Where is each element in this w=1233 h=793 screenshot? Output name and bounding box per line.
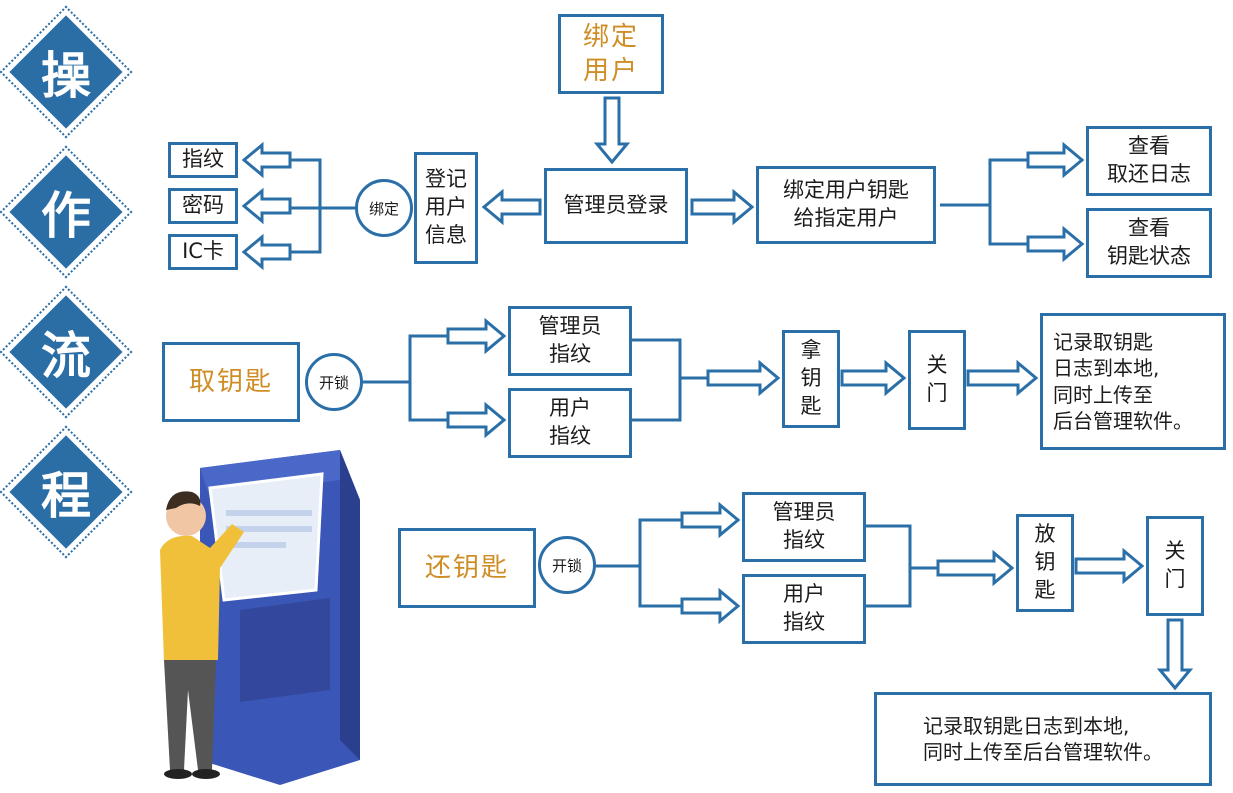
- arrow-login-to-register: [481, 188, 542, 226]
- row2-record-box: 记录取钥匙 日志到本地, 同时上传至 后台管理软件。: [1040, 313, 1226, 450]
- row3-close-door-box: 关 门: [1146, 516, 1204, 616]
- arrow-grab-to-close: [840, 359, 907, 397]
- take-key-box: 取钥匙: [162, 342, 300, 422]
- arrow-to-fingerprint: [241, 141, 292, 179]
- put-key-box: 放 钥 匙: [1016, 514, 1074, 612]
- arrow-to-r2-adminfp: [446, 317, 507, 355]
- arrow-to-viewstatus: [1026, 225, 1085, 263]
- method-password-box: 密码: [168, 188, 238, 224]
- row3-admin-fingerprint-box: 管理员 指纹: [742, 492, 866, 562]
- method-fingerprint-box: 指纹: [168, 142, 238, 178]
- connector-line-1: [288, 158, 355, 210]
- return-key-box: 还钥匙: [398, 528, 536, 608]
- view-log-box: 查看 取还日志: [1086, 126, 1212, 196]
- bind-circle: 绑定: [355, 179, 413, 237]
- kiosk-illustration: [160, 450, 360, 785]
- bind-user-box: 绑定 用户: [558, 14, 664, 94]
- arrow-to-grabkey: [706, 359, 781, 397]
- title-char-2: 作: [41, 187, 91, 245]
- connector-line-7: [408, 382, 450, 422]
- admin-login-box: 管理员登录: [544, 168, 688, 244]
- arrow-to-putkey: [936, 549, 1015, 587]
- bind-key-box: 绑定用户钥匙 给指定用户: [756, 166, 936, 244]
- title-char-4: 程: [41, 467, 91, 525]
- row2-user-fingerprint-box: 用户 指纹: [508, 388, 632, 458]
- arrow-to-r2-userfp: [446, 401, 507, 439]
- connector-line-3: [288, 208, 322, 254]
- view-status-box: 查看 钥匙状态: [1086, 208, 1212, 278]
- arrow-close-to-record3: [1156, 618, 1194, 691]
- connector-line-10: [596, 518, 684, 568]
- row3-unlock-circle: 开锁: [538, 536, 596, 594]
- connector-line-12: [866, 524, 940, 570]
- method-iccard-box: IC卡: [168, 234, 238, 270]
- row2-admin-fingerprint-box: 管理员 指纹: [508, 306, 632, 376]
- title-char-1: 操: [41, 47, 91, 105]
- row2-close-door-box: 关 门: [908, 330, 966, 430]
- arrow-to-r3-userfp: [680, 587, 741, 625]
- arrow-to-password: [241, 187, 292, 225]
- row2-unlock-circle: 开锁: [305, 353, 363, 411]
- connector-line-13: [866, 568, 912, 608]
- grab-key-box: 拿 钥 匙: [782, 330, 840, 428]
- arrow-to-r3-adminfp: [680, 501, 741, 539]
- register-info-box: 登记 用户 信息: [414, 152, 478, 264]
- connector-line-11: [638, 566, 684, 608]
- row3-user-fingerprint-box: 用户 指纹: [742, 574, 866, 644]
- connector-line-5: [988, 205, 1030, 246]
- arrow-put-to-close: [1074, 547, 1145, 585]
- title-char-3: 流: [41, 327, 91, 385]
- connector-line-4: [940, 158, 1030, 207]
- arrow-to-iccard: [241, 233, 292, 271]
- connector-line-8: [632, 338, 710, 380]
- arrow-login-to-bindkey: [690, 188, 755, 226]
- row3-record-box: 记录取钥匙日志到本地, 同时上传至后台管理软件。: [874, 692, 1212, 786]
- arrow-to-viewlog: [1026, 141, 1085, 179]
- arrow-close-to-record: [966, 359, 1039, 397]
- connector-line-9: [632, 378, 682, 422]
- connector-line-6: [363, 334, 450, 384]
- arrow-binduser-to-login: [593, 96, 631, 165]
